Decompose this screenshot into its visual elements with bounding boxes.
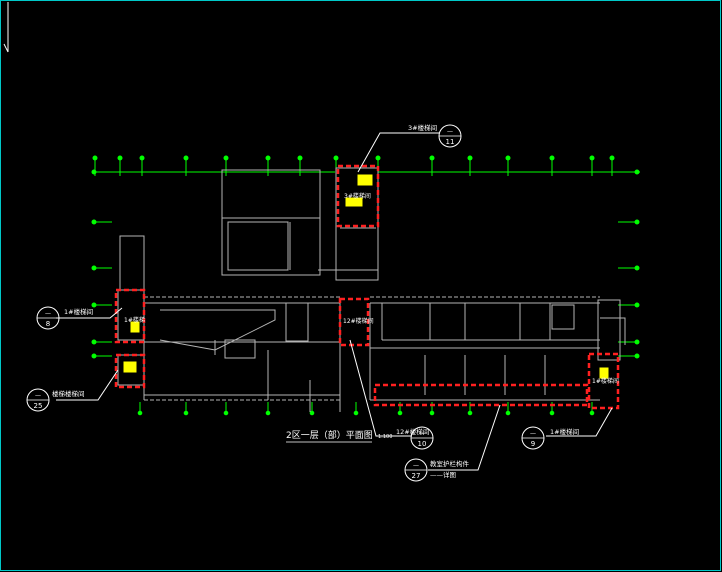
- axis-grid: [91, 155, 640, 416]
- axis-bubble: [223, 410, 229, 416]
- callout-number: 9: [531, 440, 535, 448]
- room-tags: 3#楼梯间 1#楼梯 12#楼梯间 1#楼梯间: [124, 192, 619, 385]
- callout-11: — 11 3#楼梯间: [408, 123, 462, 148]
- axis-bubble: [309, 410, 315, 416]
- highlight-boxes: [114, 164, 620, 410]
- axis-bubble: [297, 155, 303, 161]
- callout-top: —: [530, 430, 536, 437]
- stair-hatching: [123, 174, 609, 379]
- axis-bubble: [549, 155, 555, 161]
- axis-bubble: [91, 219, 97, 225]
- axis-bubble: [505, 155, 511, 161]
- axis-bubble: [467, 155, 473, 161]
- callout-label: 3#楼梯间: [408, 123, 437, 132]
- axis-bubble: [505, 410, 511, 416]
- room-tag-stair12: 12#楼梯间: [343, 317, 374, 325]
- axis-bubble: [549, 410, 555, 416]
- callout-8: — 8 1#楼梯间: [36, 306, 93, 330]
- room-tag-stair3: 3#楼梯间: [344, 192, 371, 200]
- axis-bubble: [589, 155, 595, 161]
- axis-bubble: [634, 169, 640, 175]
- drawing-title: 2区一层（部）平面图 1:100: [286, 429, 392, 443]
- callout-top: —: [35, 392, 41, 399]
- callout-9: — 9 1#楼梯间: [521, 426, 579, 450]
- axis-bubble: [634, 265, 640, 271]
- callout-top: —: [447, 128, 453, 135]
- ucs-icon: [3, 2, 9, 53]
- callout-label: 12#楼梯间: [396, 427, 429, 436]
- axis-bubble: [91, 339, 97, 345]
- axis-bubble: [91, 302, 97, 308]
- callout-label: 楼梯楼梯间: [52, 389, 85, 398]
- callout-number: 8: [46, 320, 50, 328]
- axis-bubble: [265, 410, 271, 416]
- callout-top: —: [45, 310, 51, 317]
- axis-bubble: [429, 155, 435, 161]
- axis-bubble: [429, 410, 435, 416]
- callout-number: 27: [412, 472, 421, 480]
- callout-number: 25: [34, 402, 43, 410]
- callout-sub: ——详图: [430, 470, 456, 479]
- axis-bubble: [634, 339, 640, 345]
- room-tag-stairR: 1#楼梯间: [592, 377, 619, 385]
- building-walls: [117, 167, 626, 412]
- axis-bubble: [609, 155, 615, 161]
- callout-27: — 27 教室护栏构件 ——详图: [404, 458, 470, 482]
- axis-bubble: [467, 410, 473, 416]
- axis-bubble: [634, 302, 640, 308]
- axis-bubble: [183, 155, 189, 161]
- callout-25: — 25 楼梯楼梯间: [26, 388, 85, 412]
- axis-bubble: [634, 353, 640, 359]
- callout-bubbles: —113#楼梯间—81#楼梯间—25楼梯楼梯间—1012#楼梯间—91#楼梯间—…: [26, 123, 579, 482]
- callout-top: —: [419, 430, 425, 437]
- axis-bubble: [589, 410, 595, 416]
- callout-10: — 10 12#楼梯间: [396, 426, 434, 450]
- room-tag-stair1: 1#楼梯: [124, 316, 145, 324]
- axis-bubble: [333, 155, 339, 161]
- axis-bubble: [117, 155, 123, 161]
- axis-bubble: [91, 169, 97, 175]
- axis-bubble: [353, 410, 359, 416]
- callout-label: 1#楼梯间: [64, 307, 93, 316]
- axis-bubble: [634, 219, 640, 225]
- axis-bubble: [139, 155, 145, 161]
- axis-bubble: [397, 410, 403, 416]
- axis-bubble: [265, 155, 271, 161]
- axis-bubble: [183, 410, 189, 416]
- callout-top: —: [413, 462, 419, 469]
- drawing-title-scale: 1:100: [378, 434, 392, 440]
- callout-number: 11: [446, 138, 455, 146]
- axis-bubble: [91, 265, 97, 271]
- axis-bubble: [375, 155, 381, 161]
- callout-leaders: [56, 132, 613, 471]
- axis-bubble: [223, 155, 229, 161]
- callout-label: 1#楼梯间: [550, 427, 579, 436]
- axis-bubble: [92, 155, 98, 161]
- drawing-title-main: 2区一层（部）平面图: [286, 429, 373, 441]
- axis-bubble: [137, 410, 143, 416]
- callout-number: 10: [418, 440, 427, 448]
- axis-bubble: [91, 353, 97, 359]
- callout-label: 教室护栏构件: [430, 459, 470, 468]
